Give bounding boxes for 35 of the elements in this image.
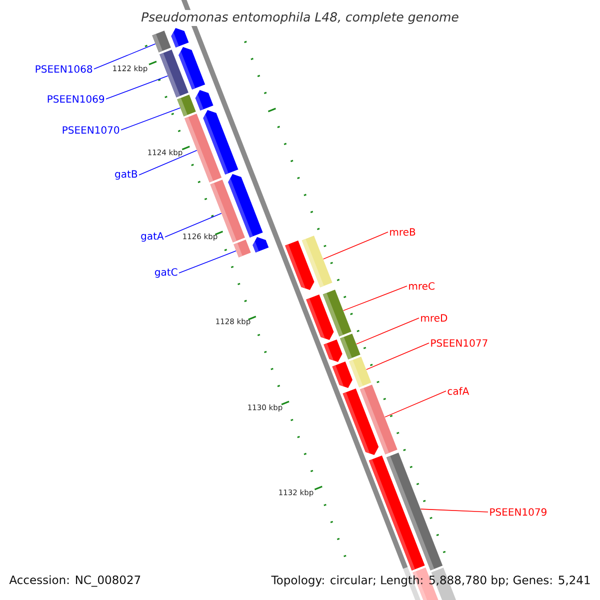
gene-feature-bar <box>152 30 171 52</box>
gene-label: PSEEN1070 <box>62 126 120 134</box>
gene-label: gatC <box>154 268 178 278</box>
leader-line <box>384 390 446 418</box>
leader-line <box>164 213 222 238</box>
leader-line <box>138 150 198 176</box>
gene-label: mreD <box>421 314 448 322</box>
gene-label: PSEEN1068 <box>36 65 92 73</box>
gene-feature-bar <box>177 94 196 116</box>
leader-line <box>322 232 388 260</box>
gene-label: PSEEN1079 <box>490 508 546 516</box>
leader-line <box>94 44 156 70</box>
gene-feature-bar <box>349 356 372 388</box>
leader-line <box>356 318 420 344</box>
leader-line <box>366 342 430 370</box>
leader-line <box>120 108 181 130</box>
gene-label: PSEEN1069 <box>48 95 104 103</box>
leader-line <box>178 250 236 274</box>
gene-feature-bar <box>340 334 360 360</box>
gene-label: gatB <box>115 170 138 180</box>
gene-feature-bar <box>322 290 352 336</box>
gene-feature-bar <box>234 240 251 258</box>
gene-feature-bar <box>386 452 443 570</box>
gene-label: cafA <box>448 387 470 395</box>
leader-line <box>106 76 168 100</box>
title: Pseudomonas entomophila L48, complete genome <box>139 10 461 26</box>
gene-feature-bar <box>360 384 398 454</box>
gene-feature-bar <box>160 50 188 98</box>
gene-label: mreB <box>390 228 416 236</box>
gene-feature-bar <box>184 114 222 182</box>
footer-text: Accession: NC_008027 <box>9 575 140 587</box>
gene-feature-bar <box>302 236 332 288</box>
gene-label: gatA <box>141 232 164 242</box>
gene-label: PSEEN1077 <box>431 339 488 347</box>
gene-label: mreC <box>409 282 434 290</box>
